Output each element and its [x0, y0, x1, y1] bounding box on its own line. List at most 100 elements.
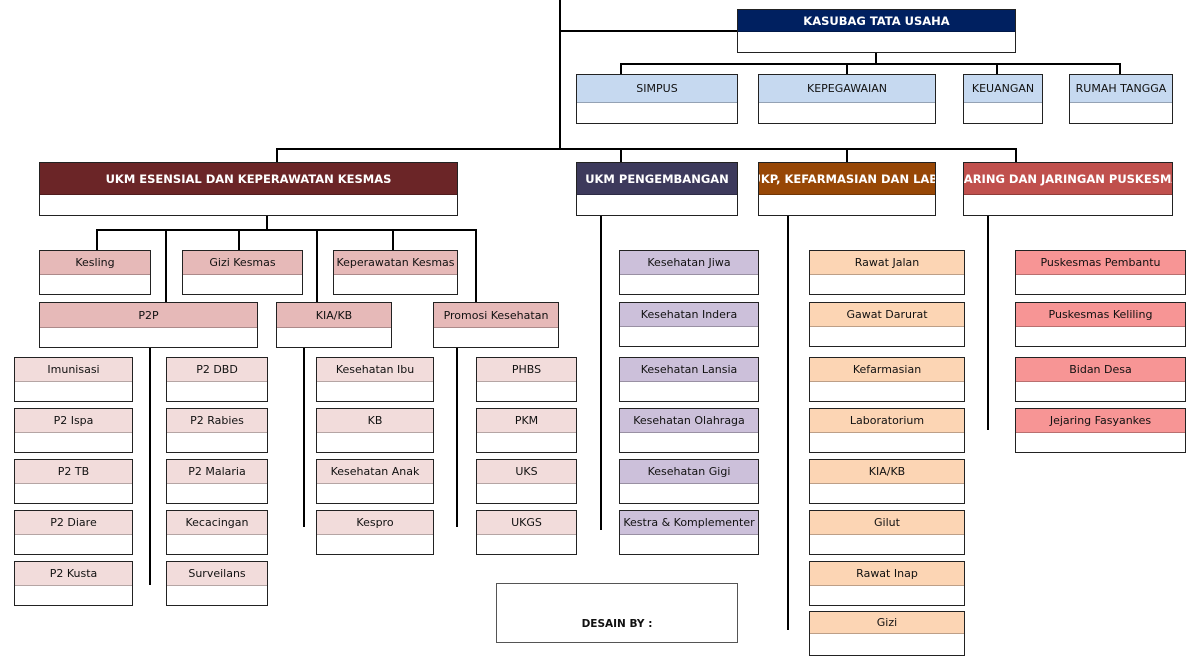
connector-tu-drop-3: [996, 63, 998, 75]
ukp-item-label: Gilut: [810, 511, 964, 535]
connector-main-drop-3: [846, 148, 848, 162]
jejaring-item-label: Bidan Desa: [1016, 358, 1185, 382]
ukp-item: Gilut: [809, 510, 965, 555]
pengembangan-item: Kestra & Komplementer: [619, 510, 759, 555]
p2p-item: Kecacingan: [166, 510, 268, 555]
jejaring-item-label: Puskesmas Pembantu: [1016, 251, 1185, 275]
promkes-title: Promosi Kesehatan: [434, 303, 558, 328]
jejaring-item-label: Jejaring Fasyankes: [1016, 409, 1185, 433]
promkes-item: PHBS: [476, 357, 577, 402]
kia-kb-box: KIA/KB: [276, 302, 392, 348]
connector-esensial-drop-5: [392, 229, 394, 251]
promkes-item-label: PKM: [477, 409, 576, 433]
pengembangan-item-label: Kesehatan Jiwa: [620, 251, 758, 275]
org-chart: KASUBAG TATA USAHA SIMPUS KEPEGAWAIAN KE…: [14, 0, 1186, 656]
connector-main-drop-2: [620, 148, 622, 162]
connector-esensial-bar: [96, 229, 477, 231]
ukm-pengembangan-box: UKM PENGEMBANGAN: [576, 162, 738, 216]
p2p-box: P2P: [39, 302, 258, 348]
p2p-item-label: P2 TB: [15, 460, 132, 484]
jejaring-title: JEJARING DAN JARINGAN PUSKESMAS: [964, 163, 1172, 195]
p2p-title: P2P: [40, 303, 257, 328]
jejaring-item: Puskesmas Pembantu: [1015, 250, 1186, 295]
pengembangan-item: Kesehatan Olahraga: [619, 408, 759, 453]
connector-tu-drop-4: [1119, 63, 1121, 75]
tata-usaha-unit-label: KEUANGAN: [964, 75, 1042, 103]
pengembangan-item-label: Kesehatan Olahraga: [620, 409, 758, 433]
p2p-item: P2 TB: [14, 459, 133, 504]
ukp-item: Gizi: [809, 611, 965, 656]
tata-usaha-unit-label: RUMAH TANGGA: [1070, 75, 1172, 103]
esensial-unit-label: Gizi Kesmas: [183, 251, 302, 275]
jejaring-item-label: Puskesmas Keliling: [1016, 303, 1185, 327]
connector-kia-spine: [303, 347, 305, 527]
p2p-item: P2 Ispa: [14, 408, 133, 453]
p2p-item-label: Imunisasi: [15, 358, 132, 382]
ukp-item-label: Kefarmasian: [810, 358, 964, 382]
jejaring-item: Jejaring Fasyankes: [1015, 408, 1186, 453]
ukm-pengembangan-title: UKM PENGEMBANGAN: [577, 163, 737, 195]
tata-usaha-unit-label: SIMPUS: [577, 75, 737, 103]
p2p-item: Surveilans: [166, 561, 268, 606]
connector-trunk: [559, 0, 561, 150]
ukp-item-label: Laboratorium: [810, 409, 964, 433]
connector-tu-bar: [620, 63, 1121, 65]
kia-kb-item-label: KB: [317, 409, 433, 433]
ukp-title: UKP, KEFARMASIAN DAN LAB.: [759, 163, 935, 195]
jejaring-item: Bidan Desa: [1015, 357, 1186, 402]
connector-main-drop-1: [276, 148, 278, 162]
pengembangan-item-label: Kesehatan Gigi: [620, 460, 758, 484]
connector-tu-feed: [560, 30, 738, 32]
promkes-item-label: PHBS: [477, 358, 576, 382]
connector-promkes-spine: [456, 347, 458, 527]
promkes-item-label: UKGS: [477, 511, 576, 535]
connector-ukp-spine: [787, 215, 789, 630]
tata-usaha-unit-label: KEPEGAWAIAN: [759, 75, 935, 103]
pengembangan-item-label: Kesehatan Lansia: [620, 358, 758, 382]
connector-tu-down: [875, 52, 877, 64]
ukp-item: Rawat Inap: [809, 561, 965, 606]
pengembangan-item: Kesehatan Gigi: [619, 459, 759, 504]
esensial-unit: Keperawatan Kesmas: [333, 250, 458, 295]
pengembangan-item: Kesehatan Indera: [619, 302, 759, 347]
ukp-item: Laboratorium: [809, 408, 965, 453]
kia-kb-item: KB: [316, 408, 434, 453]
kasubag-tata-usaha-box: KASUBAG TATA USAHA: [737, 9, 1016, 53]
kia-kb-title: KIA/KB: [277, 303, 391, 328]
pengembangan-item-label: Kestra & Komplementer: [620, 511, 758, 535]
connector-esensial-drop-4: [316, 229, 318, 302]
p2p-item: P2 Diare: [14, 510, 133, 555]
ukp-item: Rawat Jalan: [809, 250, 965, 295]
p2p-item-label: P2 Diare: [15, 511, 132, 535]
connector-jejaring-spine: [987, 215, 989, 430]
ukp-item-label: Rawat Inap: [810, 562, 964, 586]
p2p-item-label: P2 Malaria: [167, 460, 267, 484]
connector-main-drop-4: [1015, 148, 1017, 162]
kia-kb-item-label: Kesehatan Anak: [317, 460, 433, 484]
connector-pengembangan-spine: [600, 215, 602, 530]
kia-kb-item-label: Kesehatan Ibu: [317, 358, 433, 382]
esensial-unit: Gizi Kesmas: [182, 250, 303, 295]
jejaring-box: JEJARING DAN JARINGAN PUSKESMAS: [963, 162, 1173, 216]
connector-esensial-drop-3: [238, 229, 240, 251]
kia-kb-item: Kesehatan Anak: [316, 459, 434, 504]
kasubag-tata-usaha-title: KASUBAG TATA USAHA: [738, 10, 1015, 32]
tata-usaha-unit: SIMPUS: [576, 74, 738, 124]
kia-kb-item: Kesehatan Ibu: [316, 357, 434, 402]
ukp-box: UKP, KEFARMASIAN DAN LAB.: [758, 162, 936, 216]
jejaring-item: Puskesmas Keliling: [1015, 302, 1186, 347]
esensial-unit: Kesling: [39, 250, 151, 295]
p2p-item-label: Kecacingan: [167, 511, 267, 535]
ukm-esensial-title: UKM ESENSIAL DAN KEPERAWATAN KESMAS: [40, 163, 457, 195]
esensial-unit-label: Keperawatan Kesmas: [334, 251, 457, 275]
credit-box: DESAIN BY :: [496, 583, 738, 643]
promkes-item: UKGS: [476, 510, 577, 555]
pengembangan-item: Kesehatan Jiwa: [619, 250, 759, 295]
tata-usaha-unit: KEPEGAWAIAN: [758, 74, 936, 124]
ukp-item-label: Gizi: [810, 612, 964, 634]
credit-label: DESAIN BY :: [581, 618, 653, 630]
connector-tu-drop-2: [846, 63, 848, 75]
p2p-item-label: P2 Rabies: [167, 409, 267, 433]
p2p-item: P2 Rabies: [166, 408, 268, 453]
promkes-box: Promosi Kesehatan: [433, 302, 559, 348]
